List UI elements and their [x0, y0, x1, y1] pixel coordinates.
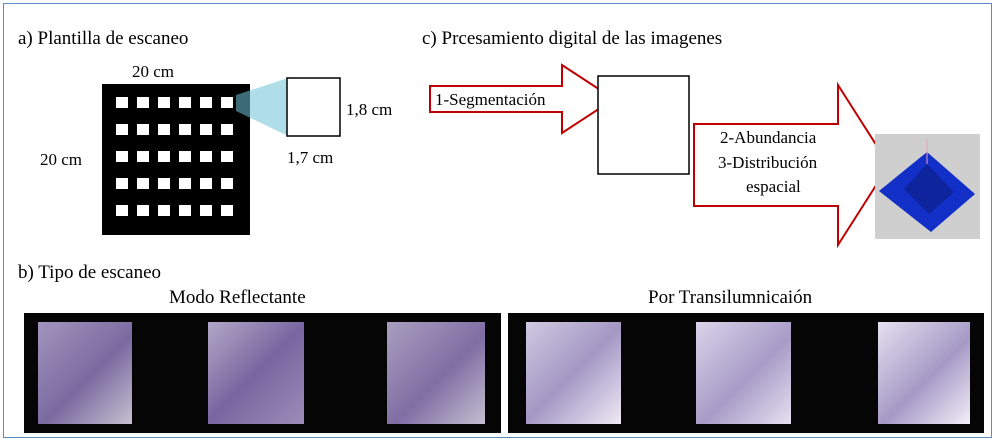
template-hole [116, 178, 128, 189]
reflective-sample-3 [387, 322, 485, 424]
step3b-label: espacial [746, 177, 801, 196]
template-hole [158, 151, 170, 162]
template-width-label: 20 cm [132, 62, 175, 81]
segmented-image-box [597, 75, 690, 175]
template-hole [221, 205, 233, 216]
template-hole [179, 151, 191, 162]
template-hole [200, 178, 212, 189]
reflective-scan-strip [24, 313, 501, 433]
cell-width-label: 1,7 cm [287, 148, 334, 167]
reflective-mode-label: Modo Reflectante [169, 287, 306, 308]
step1-label: 1-Segmentación [435, 90, 546, 109]
template-hole [200, 151, 212, 162]
template-hole [200, 205, 212, 216]
transillum-sample-1 [526, 322, 621, 424]
panel-a-title: a) Plantilla de escaneo [18, 28, 189, 49]
transillum-sample-2 [696, 322, 791, 424]
template-hole [116, 205, 128, 216]
template-hole [221, 151, 233, 162]
transillumination-scan-strip [508, 313, 984, 433]
template-hole [137, 124, 149, 135]
template-hole [137, 205, 149, 216]
template-hole [179, 124, 191, 135]
analysis-arrow [693, 81, 891, 249]
magnifier-cone [236, 78, 288, 136]
template-hole [158, 178, 170, 189]
step2-label: 2-Abundancia [720, 128, 817, 147]
template-hole [221, 97, 233, 108]
template-holes [116, 97, 233, 216]
figure-frame: a) Plantilla de escaneo 20 cm 20 cm 1,8 … [3, 3, 992, 438]
template-hole [221, 178, 233, 189]
reflective-sample-2 [208, 322, 304, 424]
panel-b-title: b) Tipo de escaneo [18, 262, 162, 283]
template-hole [137, 151, 149, 162]
template-hole [158, 97, 170, 108]
segmentation-arrow [429, 63, 616, 135]
cell-zoom-box [286, 77, 341, 137]
transillum-sample-3 [878, 322, 970, 424]
template-hole [179, 178, 191, 189]
template-hole [116, 124, 128, 135]
template-hole [116, 97, 128, 108]
template-hole [137, 97, 149, 108]
scan-template-diagram [102, 77, 341, 235]
template-hole [200, 97, 212, 108]
reflective-sample-1 [38, 322, 132, 424]
template-hole [158, 124, 170, 135]
template-hole [179, 97, 191, 108]
cell-height-label: 1,8 cm [346, 100, 393, 119]
transillumination-mode-label: Por Transilumnicaión [648, 287, 813, 308]
template-hole [179, 205, 191, 216]
template-hole [116, 151, 128, 162]
template-hole [221, 124, 233, 135]
template-hole [200, 124, 212, 135]
template-hole [137, 178, 149, 189]
template-height-label: 20 cm [40, 150, 83, 169]
template-hole [158, 205, 170, 216]
surface-plot-peak [904, 164, 954, 214]
processing-diagram [429, 63, 980, 249]
step3a-label: 3-Distribución [718, 153, 818, 172]
panel-c-title: c) Prcesamiento digital de las imagenes [422, 28, 723, 49]
